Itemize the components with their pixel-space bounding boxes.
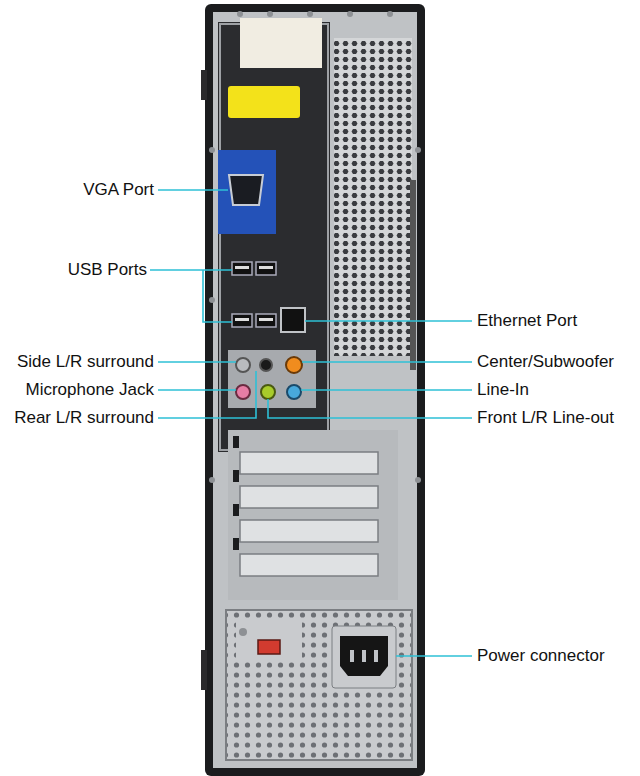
io-shield-edge [220, 24, 328, 450]
power-pins [350, 650, 378, 662]
ethernet-port [281, 308, 305, 332]
part-label: Rear L/R surround [13, 408, 155, 428]
power-supply [226, 610, 412, 760]
vent-grille [334, 38, 412, 356]
center-subwoofer-jack [286, 357, 302, 373]
slot-notches [233, 436, 239, 550]
part-label: Side L/R surround [16, 352, 155, 372]
part-label: Front L/R Line-out [476, 408, 615, 428]
sticker [240, 18, 322, 68]
io-shield [218, 22, 330, 452]
power-connector [340, 636, 388, 676]
power-socket-plate [332, 626, 396, 688]
voltage-switch [258, 640, 280, 654]
slot-covers [240, 452, 378, 576]
psu-plate [236, 620, 302, 660]
part-label: Center/Subwoofer [476, 352, 615, 372]
chassis-tab [201, 650, 207, 690]
part-label: Microphone Jack [24, 380, 155, 400]
chassis-tab [201, 70, 207, 100]
leader-lines [150, 190, 472, 656]
usb-ports [232, 262, 276, 327]
part-label: Line-In [476, 380, 530, 400]
rear-surround-jack [260, 359, 272, 371]
part-label: VGA Port [82, 180, 155, 200]
part-label: USB Ports [67, 260, 148, 280]
part-label: Power connector [476, 646, 606, 666]
yellow-label [228, 86, 300, 118]
slot-area [228, 430, 398, 600]
line-in-jack [287, 385, 301, 399]
vga-connector [229, 175, 263, 205]
side-surround-jack [236, 358, 250, 372]
screws [209, 11, 421, 483]
vent-rail [410, 180, 416, 370]
part-label: Ethernet Port [476, 311, 578, 331]
audio-panel [228, 350, 316, 408]
screw [239, 628, 247, 636]
vga-panel [218, 150, 276, 234]
microphone-jack [236, 385, 250, 399]
line-out-jack [261, 385, 275, 399]
